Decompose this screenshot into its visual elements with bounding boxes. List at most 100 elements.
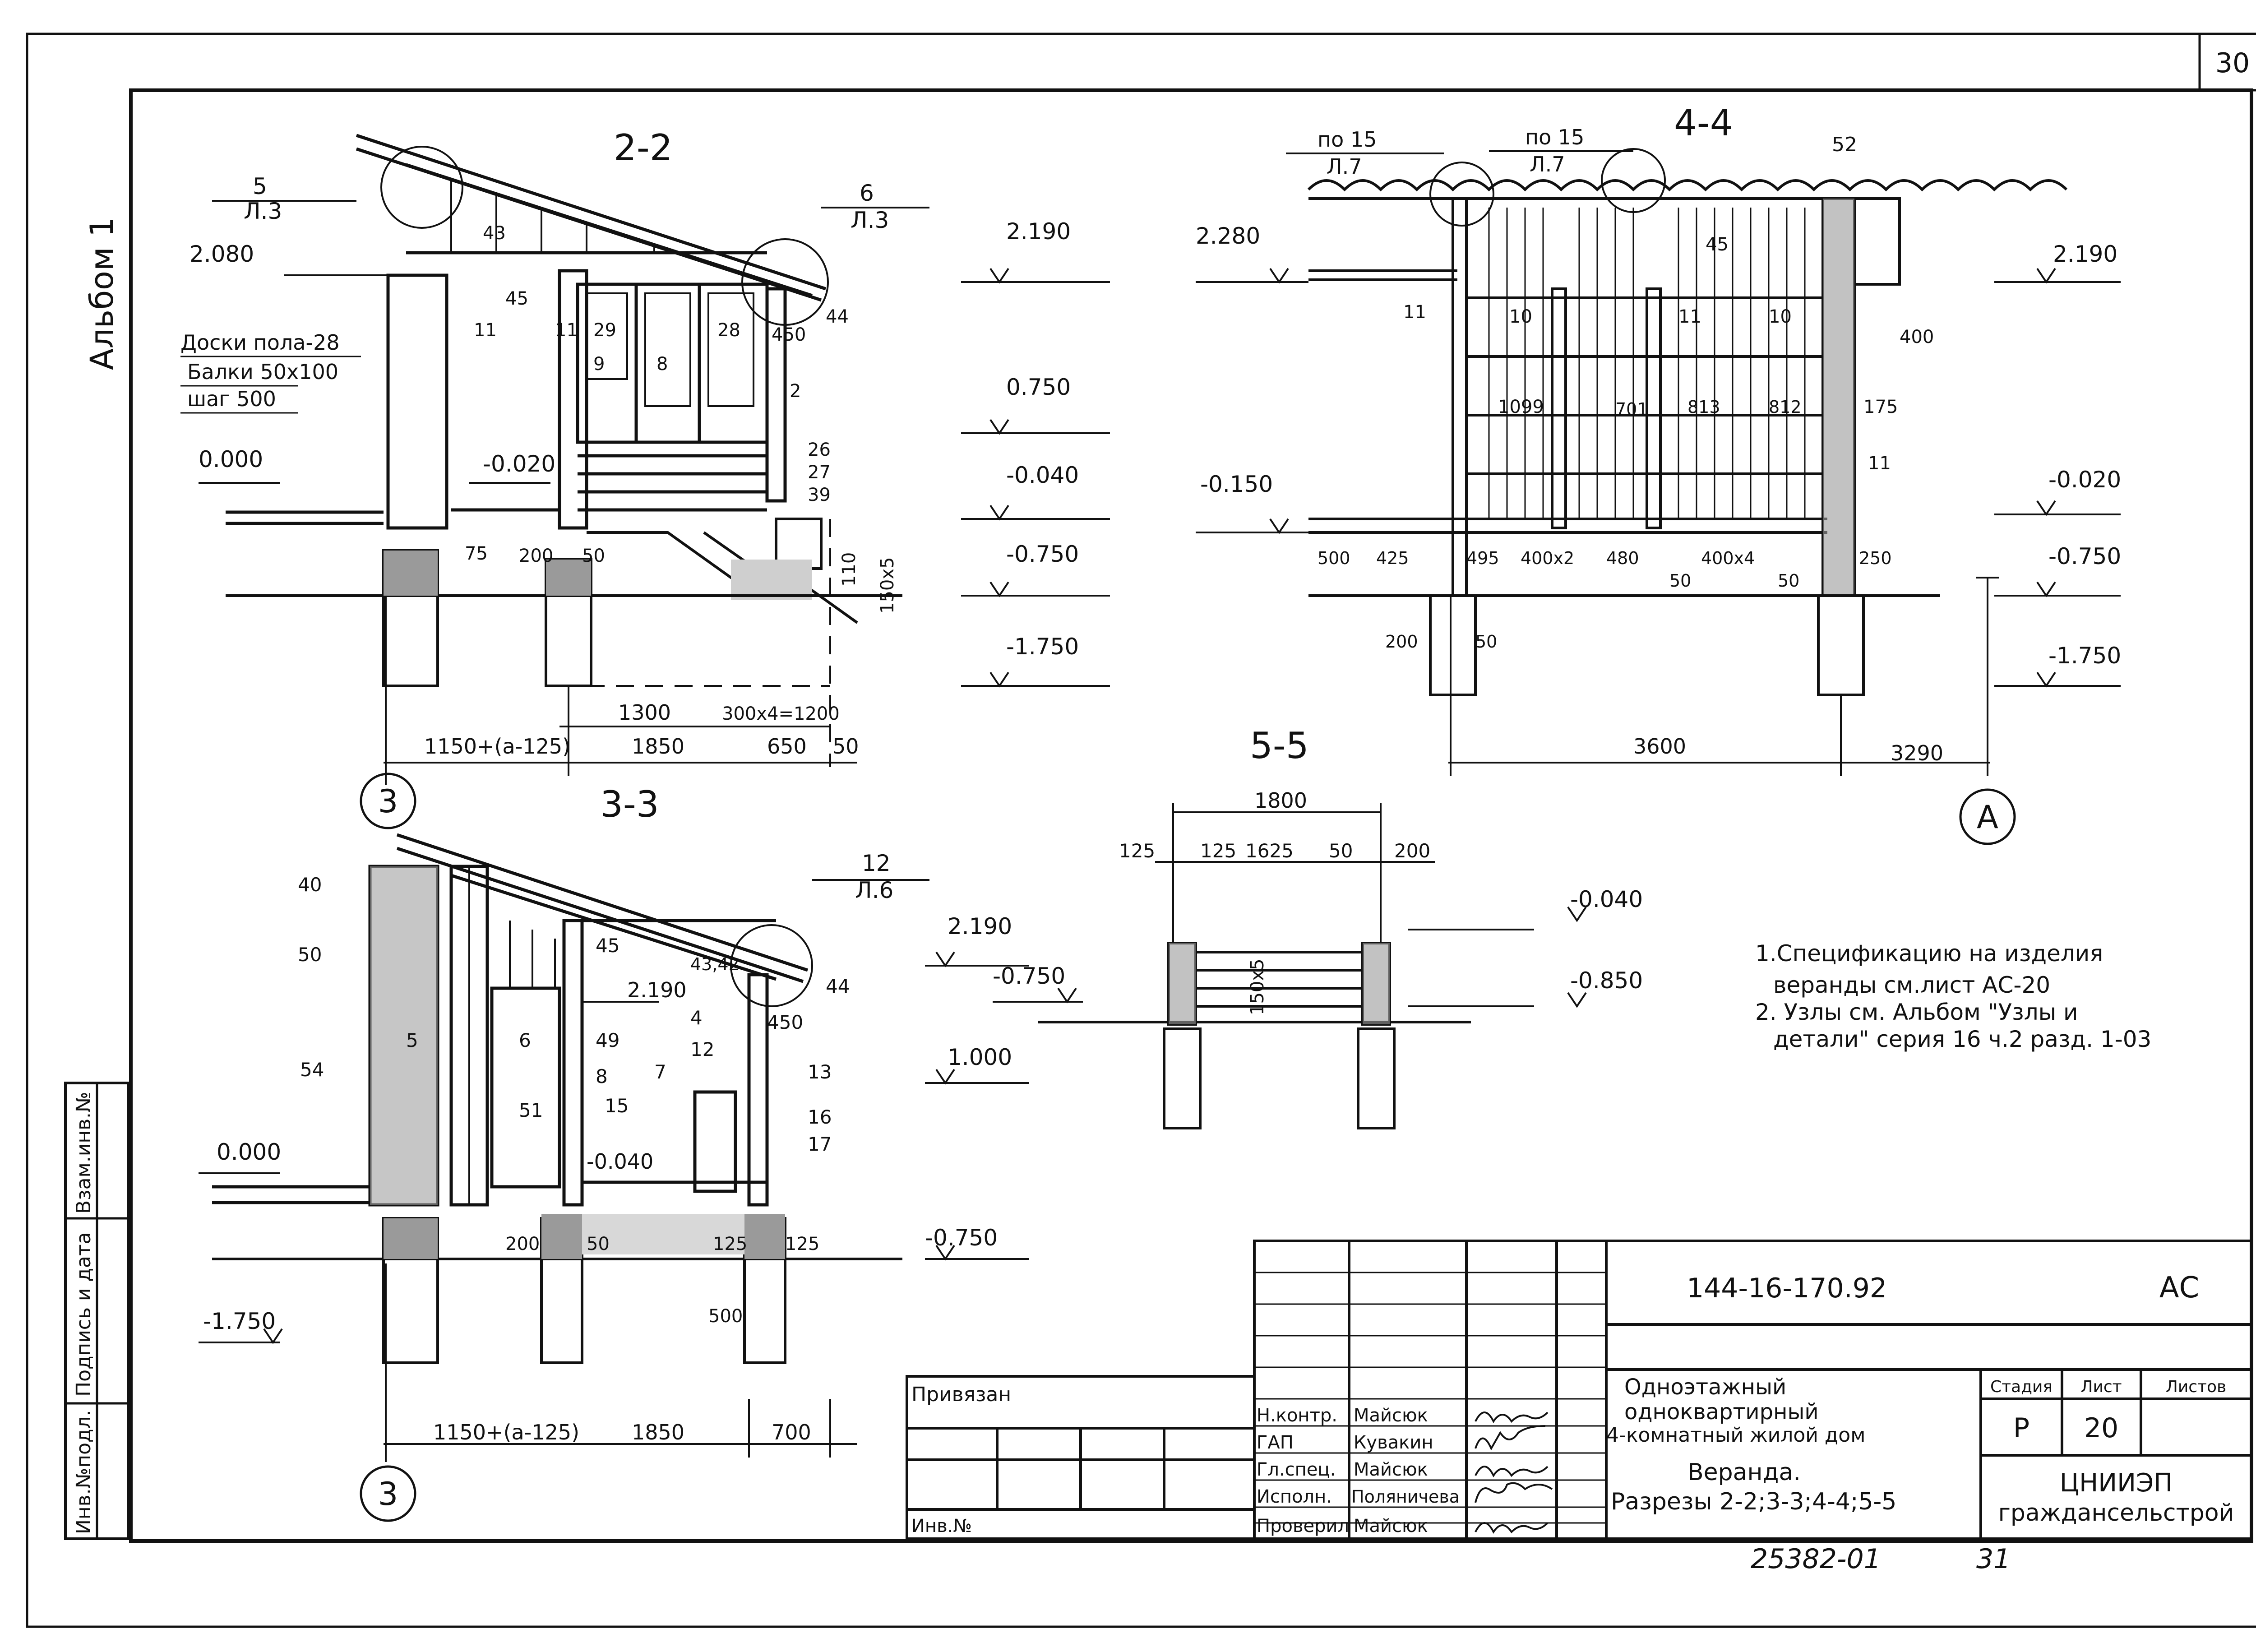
s33-mark-50: 50 — [298, 944, 322, 966]
signatures — [1475, 1411, 1553, 1534]
sheet-number: 30 — [2215, 47, 2250, 79]
note-line-3: 2. Узлы см. Альбом "Узлы и — [1755, 999, 2078, 1025]
bottom-number: 31 — [1976, 1543, 2011, 1575]
s33-mark-13: 13 — [808, 1061, 832, 1083]
s22-mark-26: 26 — [808, 440, 831, 460]
s33-mark-450: 450 — [767, 1011, 803, 1033]
s22-level-2190: 2.190 — [1006, 218, 1071, 245]
note-line-2: веранды см.лист АС-20 — [1773, 972, 2050, 998]
s22-mark-29: 29 — [593, 320, 616, 341]
s22-axis-bubble — [360, 773, 416, 829]
s33-mark-54: 54 — [300, 1059, 324, 1081]
s22-dim-650: 650 — [767, 734, 807, 759]
s33-mark-40: 40 — [298, 874, 322, 896]
s44-mark-11c: 11 — [1868, 453, 1891, 474]
name-gap: Кувакин — [1354, 1432, 1433, 1453]
s44-mark-400x4: 400x4 — [1701, 548, 1755, 568]
s44-mark-495: 495 — [1466, 548, 1499, 568]
s44-level-2280: 2.280 — [1196, 223, 1260, 249]
note-line-4: детали" серия 16 ч.2 разд. 1-03 — [1773, 1026, 2151, 1052]
s55-dim-150x5: 150x5 — [1247, 959, 1268, 1015]
s44-mark-701: 701 — [1615, 399, 1648, 419]
s22-floor-note-2: Балки 50x100 — [187, 360, 338, 384]
s22-mark-50: 50 — [582, 546, 605, 566]
s33-mark-6: 6 — [519, 1029, 531, 1051]
s22-mark-2: 2 — [790, 381, 801, 402]
name-ispoln: Поляничева — [1351, 1487, 1460, 1507]
s55-dim-1625: 1625 — [1245, 840, 1294, 862]
s22-level-m0040: -0.040 — [1006, 462, 1079, 488]
s33-axis-bubble — [360, 1465, 416, 1522]
s44-mark-50b: 50 — [1778, 571, 1799, 591]
s22-mark-9: 9 — [593, 354, 605, 375]
s22-floor-note-1: Доски пола-28 — [180, 330, 340, 355]
album-label: Альбом 1 — [83, 217, 120, 370]
s22-axis-label: 3 — [378, 783, 398, 820]
s22-mark-11b: 11 — [555, 320, 578, 341]
s44-callout1-num: по 15 — [1318, 127, 1377, 152]
title-block: 144-16-170.92 АС Одноэтажный одноквартир… — [906, 1240, 2253, 1575]
s44-mark-11a: 11 — [1403, 302, 1426, 323]
s22-dim-300x4: 300x4=1200 — [722, 703, 840, 724]
s33-level-m0750: -0.750 — [925, 1225, 998, 1251]
s44-dim-3290: 3290 — [1891, 741, 1943, 765]
section-4-4-title: 4-4 — [1674, 102, 1733, 144]
side-stamp: Инв.№подл. Подпись и дата Взам.инв.№ — [64, 1082, 130, 1540]
project-name-1: Одноэтажный — [1624, 1374, 1786, 1400]
sheets-label: Листов — [2166, 1378, 2226, 1396]
s55-level-m0850: -0.850 — [1570, 967, 1643, 994]
s33-mark-4: 4 — [690, 1007, 703, 1029]
s22-floor-note-3: шаг 500 — [187, 387, 276, 411]
s22-dim-50: 50 — [832, 734, 859, 759]
s44-mark-500: 500 — [1318, 548, 1350, 568]
s33-dim-700: 700 — [772, 1420, 811, 1444]
s33-axis-label: 3 — [378, 1476, 398, 1513]
s44-mark-175: 175 — [1863, 397, 1898, 417]
s33-level-m0040: -0.040 — [587, 1149, 653, 1174]
section-4-4: 4-4 — [1196, 102, 2121, 845]
s22-level-m1750: -1.750 — [1006, 634, 1079, 660]
role-proveril: Проверил — [1257, 1516, 1349, 1536]
s33-mark-49: 49 — [596, 1029, 619, 1051]
s33-mark-45: 45 — [596, 935, 619, 957]
s22-callout-right-num: 6 — [860, 180, 874, 206]
section-2-2-title: 2-2 — [614, 127, 673, 169]
s44-mark-812: 812 — [1769, 397, 1802, 417]
s44-mark-50a: 50 — [1669, 571, 1691, 591]
s22-mark-200: 200 — [519, 546, 553, 566]
s33-mark-15: 15 — [605, 1095, 629, 1117]
section-5-5-title: 5-5 — [1250, 725, 1309, 767]
s33-mark-16: 16 — [808, 1106, 832, 1128]
drawing-code: 144-16-170.92 — [1687, 1273, 1887, 1304]
s33-callout-sheet: Л.6 — [855, 877, 893, 903]
note-line-1: 1.Спецификацию на изделия — [1755, 940, 2103, 967]
s33-level-1000: 1.000 — [948, 1044, 1012, 1070]
s33-mark-51: 51 — [519, 1099, 543, 1121]
s22-level-0750: 0.750 — [1006, 374, 1071, 400]
s22-mark-110: 110 — [839, 552, 860, 587]
s33-mark-12: 12 — [690, 1038, 714, 1060]
s22-level-0000: 0.000 — [199, 446, 263, 472]
s33-mark-44: 44 — [826, 975, 850, 997]
s33-dim-1850: 1850 — [632, 1420, 684, 1444]
s33-mark-50: 50 — [587, 1234, 610, 1254]
stage-label: Стадия — [1990, 1378, 2053, 1396]
s44-mark-250: 250 — [1859, 548, 1892, 568]
s22-mark-27: 27 — [808, 462, 831, 483]
s44-mark-10b: 10 — [1769, 306, 1792, 327]
s44-callout1-sheet: Л.7 — [1327, 154, 1362, 179]
s22-mark-39: 39 — [808, 485, 831, 505]
notes: 1.Спецификацию на изделия веранды см.лис… — [1755, 940, 2151, 1052]
s44-mark-11b: 11 — [1678, 306, 1701, 327]
s22-mark-45: 45 — [505, 288, 528, 309]
s33-mark-500: 500 — [708, 1306, 743, 1327]
s44-callout2-sheet: Л.7 — [1530, 152, 1565, 176]
s33-mark-7: 7 — [654, 1061, 666, 1083]
s44-level-m0150: -0.150 — [1200, 471, 1273, 497]
s22-level-2080: 2.080 — [190, 241, 254, 267]
sheet-number-box — [2198, 32, 2256, 92]
s33-level-2190: 2.190 — [948, 913, 1012, 939]
section-5-5: 5-5 -0.040 -0.750 -0.850 — [993, 725, 1643, 1129]
s33-mark-125b: 125 — [785, 1234, 819, 1254]
s22-level-m0020: -0.020 — [483, 451, 555, 477]
